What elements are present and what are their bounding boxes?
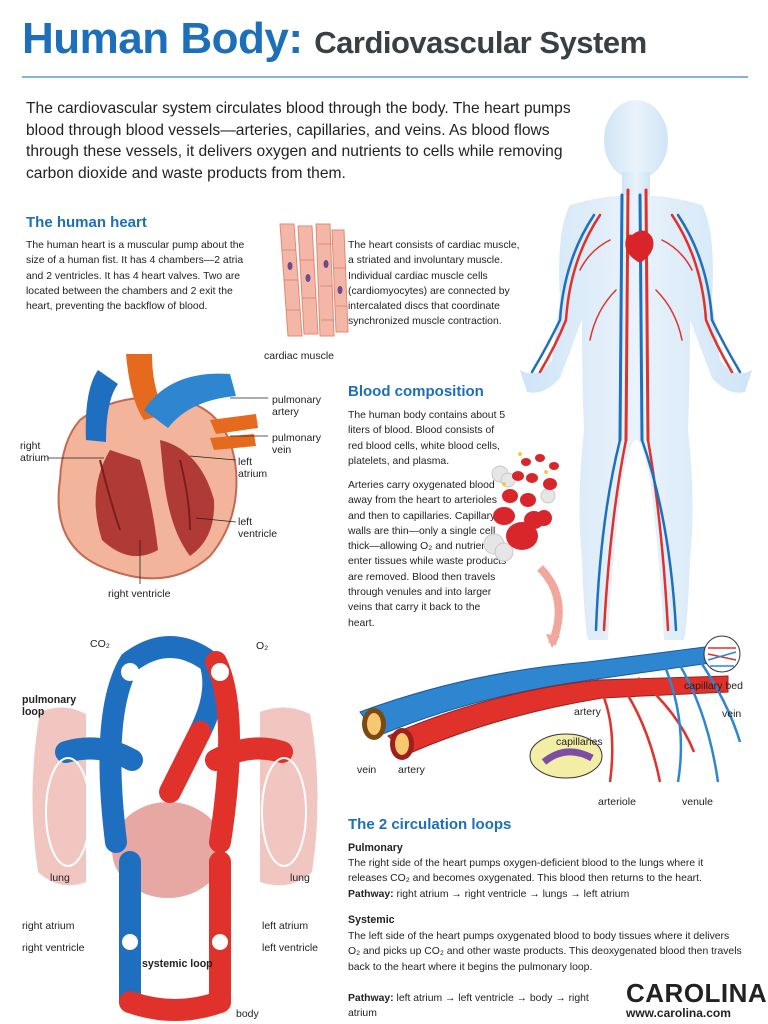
systemic-pathway-label: Pathway: [348, 993, 394, 1004]
label-pulmonary-artery: pulmonary artery [272, 394, 322, 418]
systemic-heading: Systemic [348, 914, 395, 926]
loop-label-co2: CO₂ [90, 638, 110, 650]
page-title: Human Body: Cardiovascular System [22, 14, 647, 64]
blood-heading: Blood composition [348, 383, 484, 400]
vessels-illustration [359, 635, 742, 783]
circulation-loop-diagram [32, 636, 318, 1021]
loop-label-right-atrium: right atrium [22, 920, 75, 932]
muscle-text: The heart consists of cardiac muscle, a … [348, 240, 520, 328]
pulmonary-pathway-text: right atrium → right ventricle → lungs →… [393, 889, 630, 900]
blood-text-2: Arteries carry oxygenated blood away fro… [348, 480, 507, 629]
vessel-label-artery-branch: artery [574, 706, 601, 718]
vessel-label-venule: venule [682, 796, 713, 808]
loop-label-pulmonary: pulmonary loop [22, 694, 77, 718]
vessel-label-vein-branch: vein [722, 708, 742, 720]
pulmonary-pathway-label: Pathway: [348, 889, 394, 900]
heart-cross-section [57, 354, 258, 580]
label-pulmonary-vein: pulmonary vein [272, 432, 322, 456]
heart-text: The human heart is a muscular pump about… [26, 240, 245, 313]
pulmonary-text: The right side of the heart pumps oxygen… [348, 858, 704, 885]
blood-text-1: The human body contains about 5 liters o… [348, 410, 506, 467]
label-right-ventricle: right ventricle [108, 588, 171, 600]
vessel-label-capillaries: capillaries [556, 736, 603, 748]
intro-paragraph: The cardiovascular system circulates blo… [26, 100, 571, 182]
loop-label-left-ventricle: left ventricle [262, 942, 319, 954]
label-left-ventricle: left ventricle [238, 516, 278, 540]
carolina-logo: CAROLINA [626, 978, 768, 1008]
pulmonary-pathway: Pathway: right atrium → right ventricle … [348, 887, 748, 902]
systemic-pathway-text: left atrium → left ventricle → body → ri… [348, 993, 589, 1020]
body-heart [625, 230, 654, 263]
loop-label-lung-left: lung [50, 872, 70, 884]
title-subtitle: Cardiovascular System [314, 25, 647, 60]
vessel-label-artery: artery [398, 764, 425, 776]
systemic-pathway: Pathway: left atrium → left ventricle → … [348, 991, 598, 1022]
vessel-label-arteriole: arteriole [598, 796, 636, 808]
title-divider [22, 76, 748, 78]
vessel-label-vein: vein [357, 764, 377, 776]
title-separator: : [288, 14, 303, 63]
loop-label-o2: O₂ [256, 640, 269, 652]
muscle-caption: cardiac muscle [264, 350, 335, 362]
label-left-atrium: left atrium [238, 456, 268, 480]
loop-label-right-ventricle: right ventricle [22, 942, 85, 954]
loops-heading: The 2 circulation loops [348, 816, 512, 833]
loop-label-heart: heart [170, 906, 194, 918]
loop-label-lung-right: lung [290, 872, 310, 884]
carolina-url[interactable]: www.carolina.com [626, 1006, 731, 1020]
loop-label-left-atrium: left atrium [262, 920, 309, 932]
systemic-text: The left side of the heart pumps oxygena… [348, 931, 742, 973]
pulmonary-heading: Pulmonary [348, 842, 403, 854]
loop-label-systemic: systemic loop [142, 958, 213, 970]
blood-cells-illustration [483, 452, 563, 648]
cardiac-muscle-illustration [279, 223, 349, 337]
heart-heading: The human heart [26, 214, 147, 231]
vessel-label-capillary-bed: capillary bed [684, 680, 743, 692]
title-main: Human Body [22, 14, 289, 63]
loop-label-body: body [236, 1008, 259, 1020]
label-right-atrium: right atrium [20, 440, 50, 464]
